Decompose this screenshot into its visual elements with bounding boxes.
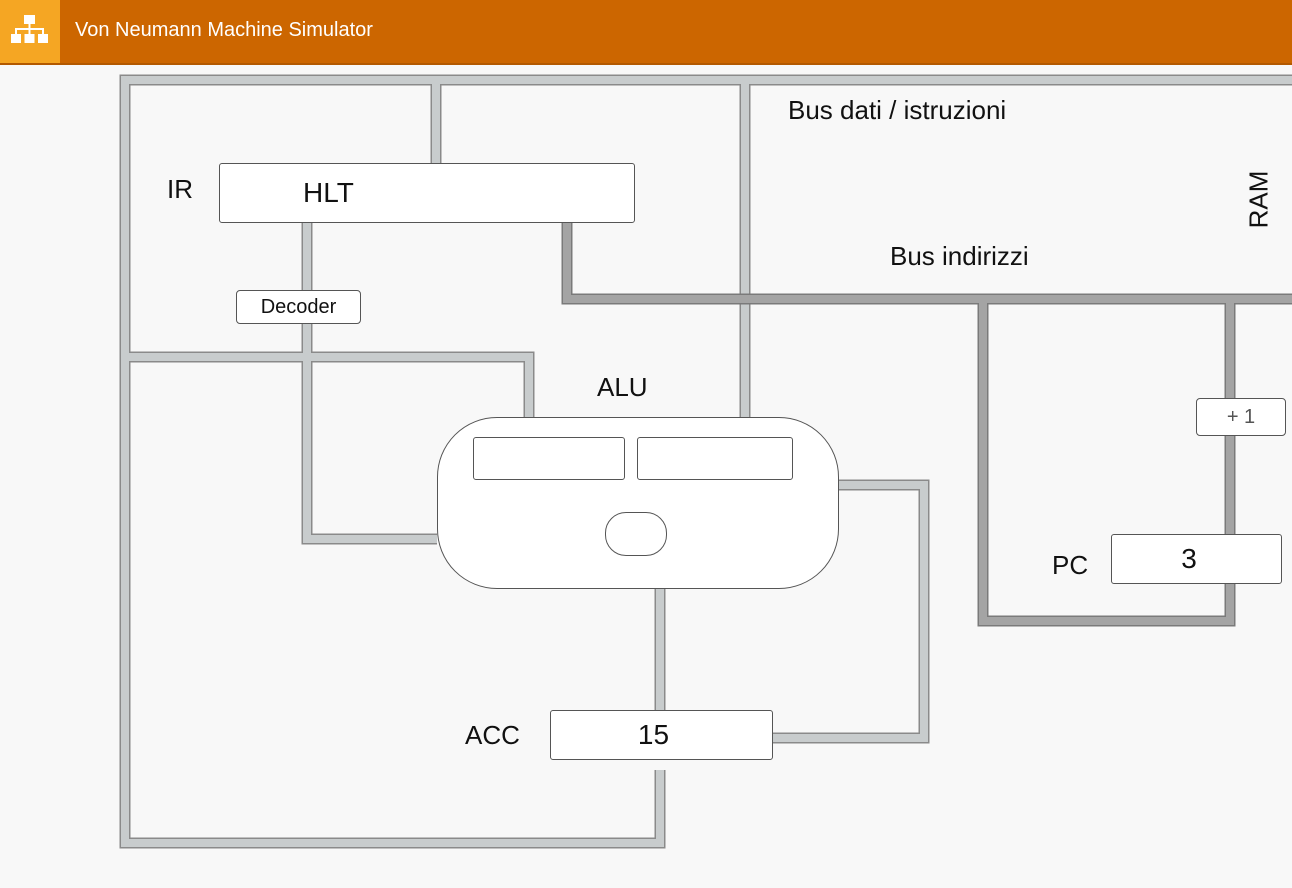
ir-value: HLT: [303, 177, 354, 208]
ram-label: RAM: [1243, 170, 1274, 229]
alu-operand-a: [473, 437, 625, 480]
pc-label: PC: [1052, 550, 1089, 580]
decoder-box: Decoder: [236, 290, 361, 324]
alu-operation: [605, 512, 667, 556]
ir-register: HLT: [219, 163, 635, 223]
alu-label: ALU: [597, 372, 648, 402]
sitemap-icon[interactable]: [0, 0, 60, 63]
bus-wires: [119, 74, 1292, 849]
acc-register: 15: [550, 710, 773, 760]
increment-box: + 1: [1196, 398, 1286, 436]
alu-operand-b: [637, 437, 793, 480]
pc-register: 3: [1111, 534, 1282, 584]
ir-label: IR: [167, 174, 193, 204]
app-title: Von Neumann Machine Simulator: [75, 19, 373, 41]
alu-unit: [437, 417, 839, 589]
address-bus-label: Bus indirizzi: [890, 241, 1029, 271]
acc-value: 15: [637, 719, 670, 750]
app-header: Von Neumann Machine Simulator: [0, 0, 1292, 65]
decoder-label: Decoder: [260, 295, 337, 318]
machine-diagram: Bus dati / istruzioni Bus indirizzi RAM …: [0, 65, 1292, 888]
data-bus-label: Bus dati / istruzioni: [788, 95, 1007, 125]
increment-label: + 1: [1226, 405, 1256, 428]
pc-value: 3: [1181, 543, 1197, 574]
acc-label: ACC: [465, 720, 520, 750]
